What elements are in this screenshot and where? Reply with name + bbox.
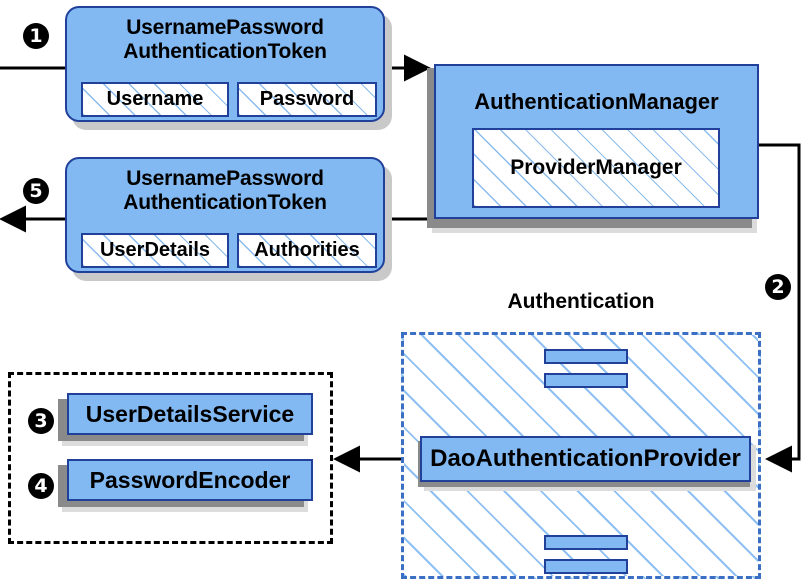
step-badge-5: 5	[23, 178, 49, 204]
dao-authentication-provider-box[interactable]: DaoAuthenticationProvider	[420, 436, 751, 482]
request-token-field-username: Username	[81, 82, 229, 117]
arrow-manager-to-provider	[757, 143, 801, 473]
other-provider-bar-bottom-1[interactable]	[544, 535, 628, 550]
other-provider-bar-bottom-2[interactable]	[544, 559, 628, 574]
password-encoder-box[interactable]: PasswordEncoder	[67, 459, 313, 501]
request-token-title-line2: AuthenticationToken	[123, 39, 327, 63]
other-provider-bar-top-2[interactable]	[544, 373, 628, 388]
response-token-title-line1: UsernamePassword	[126, 167, 324, 190]
response-token-card[interactable]: UsernamePassword AuthenticationToken Use…	[65, 157, 385, 273]
authentication-manager-box[interactable]: AuthenticationManager ProviderManager	[434, 64, 759, 219]
step-badge-2: 2	[765, 274, 791, 300]
response-token-title-line2: AuthenticationToken	[123, 190, 327, 214]
response-token-title: UsernamePassword AuthenticationToken	[67, 167, 383, 214]
authentication-manager-label: AuthenticationManager	[474, 89, 719, 114]
dependencies-group	[8, 372, 333, 544]
step-badge-3: 3	[28, 408, 54, 434]
response-token-field-authorities: Authorities	[237, 233, 377, 268]
request-token-card[interactable]: UsernamePassword AuthenticationToken Use…	[65, 6, 385, 122]
user-details-service-box[interactable]: UserDetailsService	[67, 393, 313, 435]
step-badge-4: 4	[28, 473, 54, 499]
step-badge-1: 1	[23, 23, 49, 49]
request-token-title: UsernamePassword AuthenticationToken	[67, 16, 383, 63]
response-token-field-userdetails: UserDetails	[81, 233, 229, 268]
request-token-title-line1: UsernamePassword	[126, 16, 324, 39]
provider-manager-box[interactable]: ProviderManager	[472, 128, 720, 208]
request-token-field-password: Password	[237, 82, 377, 117]
providers-caption-line1: Authentication	[507, 289, 655, 313]
other-provider-bar-top-1[interactable]	[544, 349, 628, 364]
